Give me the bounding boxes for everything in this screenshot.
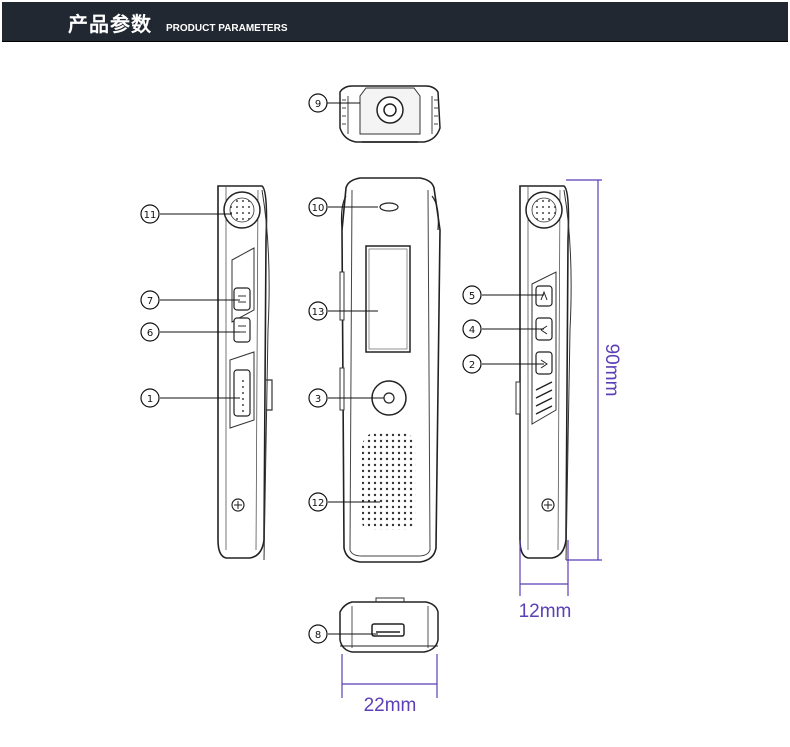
svg-text:10: 10: [312, 203, 325, 214]
svg-text:13: 13: [312, 307, 325, 318]
callout-11: 11: [140, 204, 160, 224]
right-side-view: [515, 185, 572, 561]
leader-lines: [160, 102, 544, 635]
display-screen: [365, 245, 411, 353]
callout-10: 10: [308, 197, 328, 217]
section-header: 产品参数 PRODUCT PARAMETERS: [2, 2, 788, 42]
callout-5: 5: [462, 285, 482, 305]
speaker-grille: [362, 432, 416, 530]
svg-text:9: 9: [315, 99, 321, 110]
width-dimension-label: 22mm: [364, 695, 417, 716]
svg-text:3: 3: [315, 394, 321, 405]
section-title-cn: 产品参数: [68, 12, 152, 36]
svg-text:5: 5: [469, 291, 475, 302]
svg-text:1: 1: [147, 394, 153, 405]
callout-2: 2: [462, 354, 482, 374]
callout-12: 12: [308, 492, 328, 512]
callout-4: 4: [462, 319, 482, 339]
callout-6: 6: [140, 322, 160, 342]
usb-port-icon: [371, 623, 405, 637]
svg-text:2: 2: [469, 360, 475, 371]
callout-1: 1: [140, 388, 160, 408]
callout-8: 8: [308, 624, 328, 644]
height-dimension-label: 90mm: [601, 344, 622, 397]
callout-13: 13: [308, 301, 328, 321]
callout-7: 7: [140, 290, 160, 310]
section-title-en: PRODUCT PARAMETERS: [166, 23, 288, 34]
callout-9: 9: [308, 93, 328, 113]
svg-text:7: 7: [147, 296, 153, 307]
svg-text:6: 6: [147, 328, 153, 339]
svg-text:4: 4: [469, 325, 475, 336]
svg-text:8: 8: [315, 630, 321, 641]
bottom-view: [339, 597, 439, 653]
top-view: [339, 85, 441, 143]
callout-3: 3: [308, 388, 328, 408]
left-side-view: [217, 185, 273, 561]
depth-dimension-label: 12mm: [519, 601, 572, 622]
front-view: [339, 177, 441, 563]
dimension-lines: [341, 179, 602, 698]
svg-text:12: 12: [312, 498, 325, 509]
led-indicator-icon: [379, 202, 399, 212]
svg-text:11: 11: [144, 210, 157, 221]
